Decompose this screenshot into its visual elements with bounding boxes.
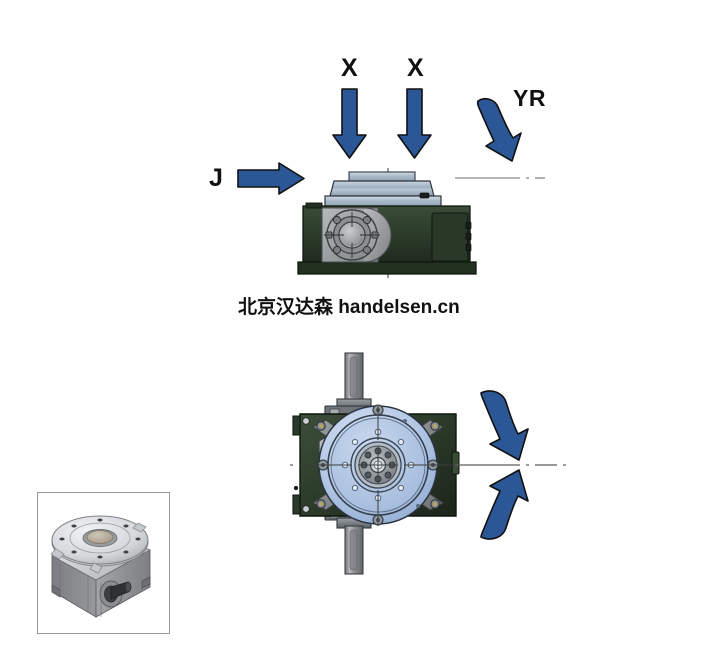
plan-view-arm-bolts bbox=[316, 421, 440, 509]
product-thumbnail bbox=[37, 492, 170, 634]
label-yr: YR bbox=[513, 85, 546, 111]
plan-view-centerlines bbox=[290, 406, 455, 526]
load-arrow-x-right bbox=[397, 88, 432, 159]
product-rotary-plate bbox=[50, 515, 149, 574]
product-thumbnail-svg bbox=[38, 493, 169, 633]
side-view-machine bbox=[297, 171, 477, 275]
load-arrow-yr bbox=[476, 98, 522, 162]
plan-view: MP bbox=[0, 340, 712, 600]
load-arrow-x-left bbox=[332, 88, 367, 159]
load-arrow-j bbox=[237, 162, 305, 195]
plan-view-svg bbox=[290, 352, 566, 575]
watermark-text: 北京汉达森 handelsen.cn bbox=[238, 297, 460, 318]
label-j: J bbox=[209, 164, 224, 192]
load-arrow-mp-upper bbox=[480, 390, 529, 461]
label-x-right: X bbox=[407, 54, 425, 82]
label-x-left: X bbox=[341, 54, 359, 82]
load-arrow-mp-lower bbox=[480, 469, 529, 540]
side-elevation-view: X X YR J bbox=[209, 54, 546, 278]
side-view-svg bbox=[237, 88, 545, 278]
product-input-shaft bbox=[99, 580, 132, 608]
